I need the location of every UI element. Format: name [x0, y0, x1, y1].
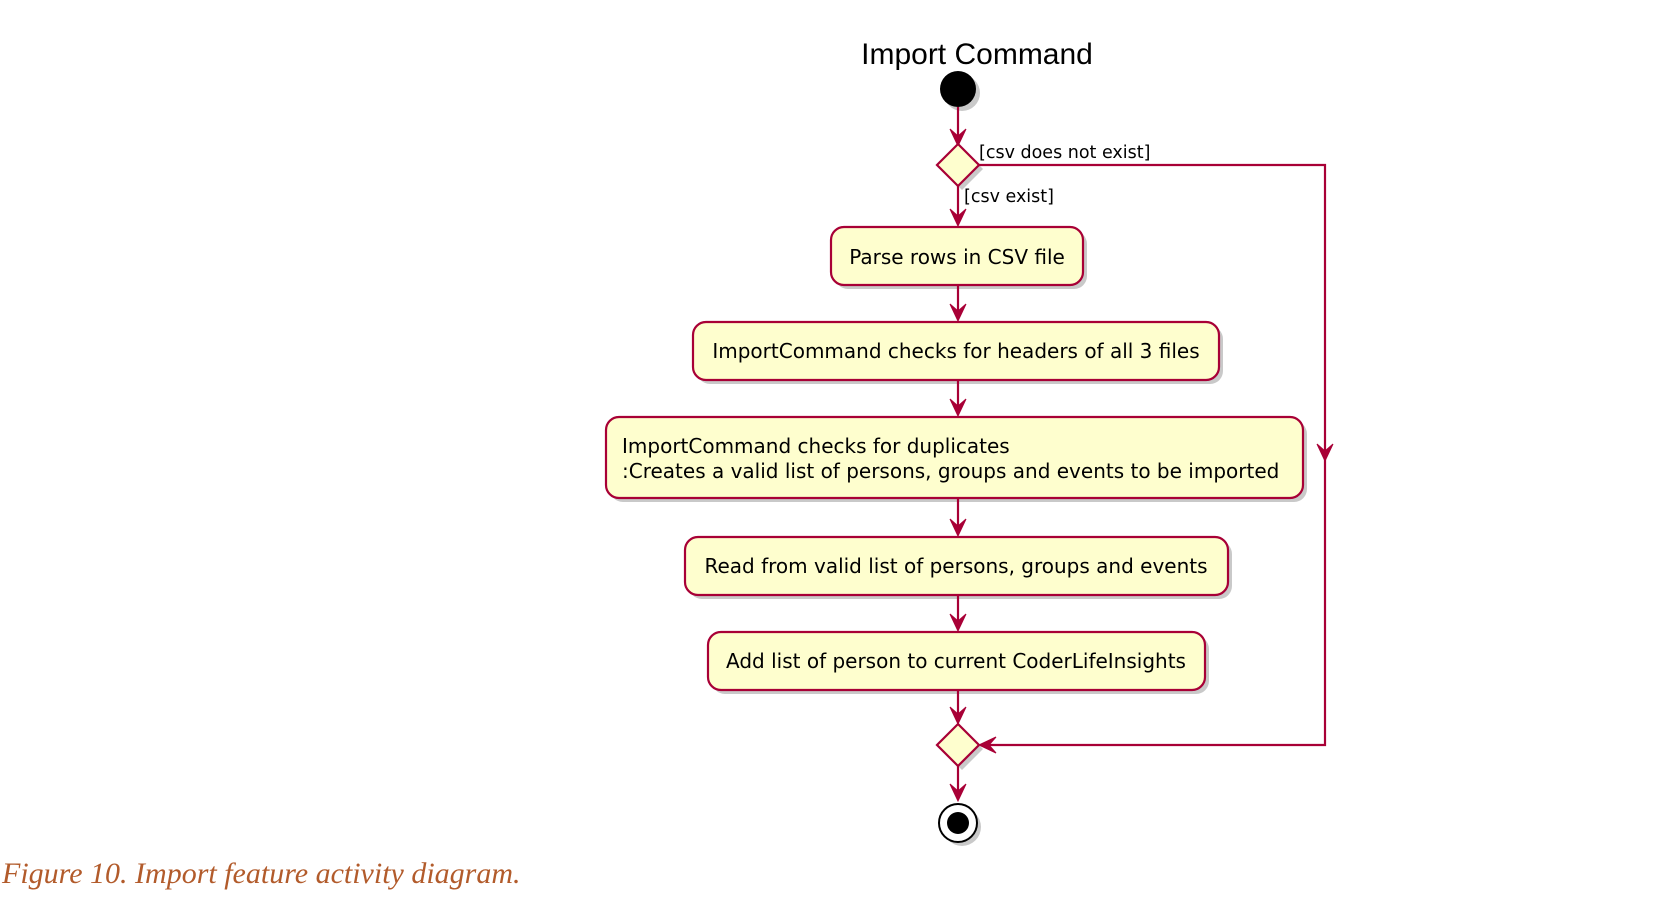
- activity-check-duplicates: [604, 415, 1305, 500]
- start-node: [940, 71, 976, 107]
- activity-label: Add list of person to current CoderLifeI…: [726, 649, 1186, 673]
- activity-read-valid-list: [683, 535, 1230, 597]
- activity-check-headers: [691, 320, 1221, 382]
- guard-csv-exist: [csv exist]: [964, 187, 1054, 207]
- figure-caption: Figure 10. Import feature activity diagr…: [2, 857, 521, 890]
- guard-csv-not-exist: [csv does not exist]: [979, 143, 1150, 163]
- activity-label: Read from valid list of persons, groups …: [704, 554, 1207, 578]
- activity-label: :Creates a valid list of persons, groups…: [622, 459, 1279, 483]
- diagram-title: Import Command: [861, 38, 1093, 71]
- decision-diamond: [935, 142, 981, 188]
- merge-diamond: [935, 722, 981, 768]
- activity-label: ImportCommand checks for headers of all …: [712, 339, 1199, 363]
- activity-label: ImportCommand checks for duplicates: [622, 434, 1010, 458]
- activity-add-list: [706, 630, 1207, 692]
- activity-label: Parse rows in CSV file: [849, 245, 1065, 269]
